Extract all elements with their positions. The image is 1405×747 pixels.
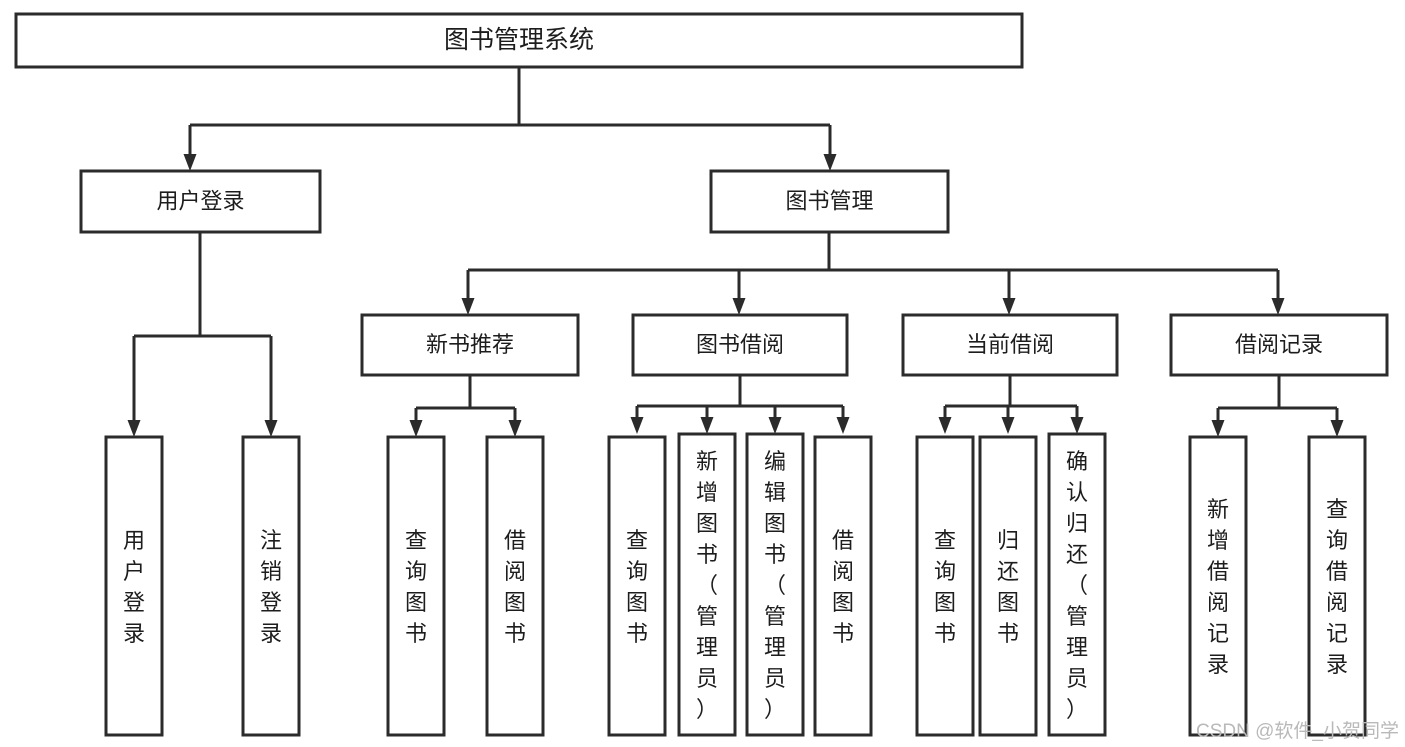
node-leaf-7-label: 借阅图书 xyxy=(832,528,854,646)
node-leaf-6-rect[interactable] xyxy=(745,432,805,737)
node-leaf-10[interactable]: 确认归还（管理员） xyxy=(1047,432,1107,737)
node-leaf-5-label: 新增图书（管理员） xyxy=(696,449,718,722)
arrow-head-icon xyxy=(732,298,746,315)
node-leaf-4-label: 查询图书 xyxy=(626,528,648,646)
node-leaf-1-rect[interactable] xyxy=(241,435,301,737)
arrow-head-icon xyxy=(630,417,644,434)
node-leaf-4-rect[interactable] xyxy=(607,435,667,737)
node-level2-0[interactable]: 用户登录 xyxy=(79,169,322,234)
node-leaf-9[interactable]: 归还图书 xyxy=(978,435,1038,737)
connector-layer xyxy=(127,67,1344,437)
arrow-head-icon xyxy=(1002,298,1016,315)
node-level2-1[interactable]: 图书管理 xyxy=(709,169,950,234)
arrow-head-icon xyxy=(1211,420,1225,437)
node-leaf-6-label: 编辑图书（管理员） xyxy=(764,449,786,722)
node-leaf-12-label: 查询借阅记录 xyxy=(1326,497,1348,677)
arrow-head-icon xyxy=(1001,417,1015,434)
connector-current-to-leaves xyxy=(938,375,1084,434)
arrow-head-icon xyxy=(938,417,952,434)
arrow-head-icon xyxy=(127,420,141,437)
arrow-head-icon xyxy=(508,420,522,437)
node-level2-1-rect[interactable] xyxy=(709,169,950,234)
node-level3-1-label: 图书借阅 xyxy=(696,332,784,357)
arrow-head-icon xyxy=(1271,298,1285,315)
node-level3-3-rect[interactable] xyxy=(1169,313,1389,377)
connector-borrow-to-leaves xyxy=(630,375,850,434)
node-leaf-10-label: 确认归还（管理员） xyxy=(1066,449,1088,722)
connector-book-mgmt-to-level3 xyxy=(461,232,1285,315)
node-leaf-0-rect[interactable] xyxy=(104,435,164,737)
connector-record-to-leaves xyxy=(1211,375,1344,437)
node-level2-0-rect[interactable] xyxy=(79,169,322,234)
arrow-head-icon xyxy=(183,154,197,171)
node-leaf-11[interactable]: 新增借阅记录 xyxy=(1188,435,1248,737)
csdn-watermark: CSDN @软件_小贺同学 xyxy=(1196,721,1399,742)
node-level3-0[interactable]: 新书推荐 xyxy=(360,313,580,377)
arrow-head-icon xyxy=(823,154,837,171)
arrow-head-icon xyxy=(1330,420,1344,437)
node-root-label: 图书管理系统 xyxy=(444,26,594,54)
node-leaf-12-rect[interactable] xyxy=(1307,435,1367,737)
node-leaf-9-rect[interactable] xyxy=(978,435,1038,737)
node-level3-0-label: 新书推荐 xyxy=(426,332,514,357)
arrow-head-icon xyxy=(836,417,850,434)
node-leaf-2[interactable]: 查询图书 xyxy=(386,435,446,737)
node-leaf-8-label: 查询图书 xyxy=(934,528,956,646)
node-leaf-3[interactable]: 借阅图书 xyxy=(485,435,545,737)
node-leaf-1[interactable]: 注销登录 xyxy=(241,435,301,737)
node-leaf-11-rect[interactable] xyxy=(1188,435,1248,737)
node-level2-1-label: 图书管理 xyxy=(785,188,873,213)
node-leaf-10-rect[interactable] xyxy=(1047,432,1107,737)
node-leaf-0[interactable]: 用户登录 xyxy=(104,435,164,737)
node-leaf-3-rect[interactable] xyxy=(485,435,545,737)
connector-user-login-to-leaves xyxy=(127,232,278,437)
node-leaf-7[interactable]: 借阅图书 xyxy=(813,435,873,737)
node-leaf-12[interactable]: 查询借阅记录 xyxy=(1307,435,1367,737)
node-leaf-5-rect[interactable] xyxy=(677,432,737,737)
node-leaf-11-label: 新增借阅记录 xyxy=(1207,497,1229,677)
node-leaf-2-label: 查询图书 xyxy=(405,528,427,646)
arrow-head-icon xyxy=(1070,417,1084,434)
node-root-rect[interactable] xyxy=(14,12,1024,69)
arrow-head-icon xyxy=(409,420,423,437)
node-level2-0-label: 用户登录 xyxy=(156,188,244,213)
node-leaf-5[interactable]: 新增图书（管理员） xyxy=(677,432,737,737)
node-level3-1-rect[interactable] xyxy=(631,313,849,377)
arrow-head-icon xyxy=(264,420,278,437)
node-leaf-9-label: 归还图书 xyxy=(997,528,1019,646)
connector-root-to-level2 xyxy=(183,67,837,171)
arrow-head-icon xyxy=(768,417,782,434)
node-level3-2-label: 当前借阅 xyxy=(966,332,1054,357)
node-level3-3[interactable]: 借阅记录 xyxy=(1169,313,1389,377)
node-root[interactable]: 图书管理系统 xyxy=(14,12,1024,69)
node-leaf-8-rect[interactable] xyxy=(915,435,975,737)
node-leaf-0-label: 用户登录 xyxy=(123,528,145,646)
node-leaf-2-rect[interactable] xyxy=(386,435,446,737)
node-level3-2[interactable]: 当前借阅 xyxy=(901,313,1119,377)
node-leaf-7-rect[interactable] xyxy=(813,435,873,737)
node-leaf-6[interactable]: 编辑图书（管理员） xyxy=(745,432,805,737)
node-leaf-4[interactable]: 查询图书 xyxy=(607,435,667,737)
node-level3-3-label: 借阅记录 xyxy=(1235,332,1323,357)
node-level3-2-rect[interactable] xyxy=(901,313,1119,377)
node-level3-0-rect[interactable] xyxy=(360,313,580,377)
node-leaf-3-label: 借阅图书 xyxy=(504,528,526,646)
arrow-head-icon xyxy=(461,298,475,315)
arrow-head-icon xyxy=(700,417,714,434)
node-level3-1[interactable]: 图书借阅 xyxy=(631,313,849,377)
node-leaf-1-label: 注销登录 xyxy=(260,528,282,646)
connector-newbook-to-leaves xyxy=(409,375,522,437)
node-leaf-8[interactable]: 查询图书 xyxy=(915,435,975,737)
node-layer: 图书管理系统用户登录图书管理新书推荐图书借阅当前借阅借阅记录用户登录注销登录查询… xyxy=(14,12,1389,737)
